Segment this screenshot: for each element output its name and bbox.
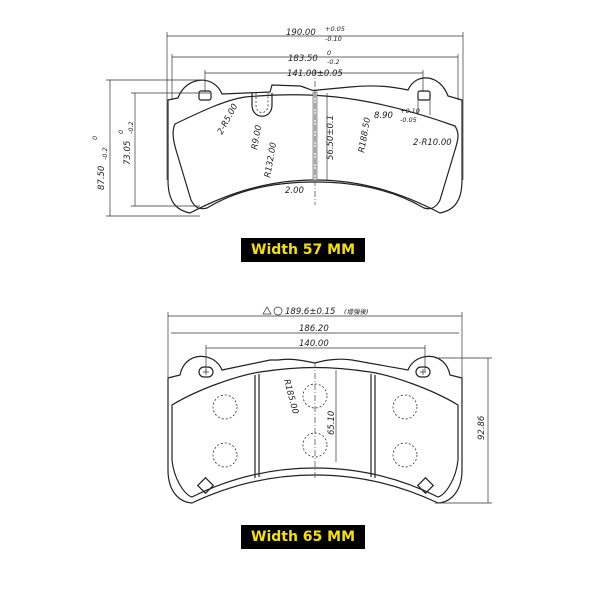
top-overall-height-tol-lower: -0.2 [101, 147, 109, 160]
bottom-overall-width: 189.6±0.15 [285, 307, 335, 317]
bottom-pad-backing-plate [167, 355, 463, 504]
top-overall-width-tol-lower: -0.10 [325, 35, 342, 43]
top-right-ear-hole [417, 90, 431, 101]
note-1-icon [273, 306, 283, 316]
top-pad-height-tol-upper: 0 [117, 130, 125, 134]
top-overall-height: 87.50 [97, 166, 107, 190]
hidden-circle [392, 394, 418, 420]
top-top-radius: R188.50 [357, 117, 373, 154]
top-pad-friction-material [172, 94, 459, 210]
top-width-label: Width 57 MM [241, 238, 366, 262]
hidden-circle [392, 442, 418, 468]
top-overall-width-tol-upper: +0.05 [325, 25, 345, 33]
bottom-right-ear-hole [415, 366, 431, 378]
top-body-width-tol-lower: -0.2 [327, 58, 340, 66]
top-pad-height-tol-lower: -0.2 [127, 121, 135, 134]
bottom-center-height: 65.10 [327, 411, 337, 435]
top-brake-pad-drawing: 190.00 +0.05 -0.10 183.50 0 -0.2 141.00±… [91, 25, 464, 217]
bottom-pad-friction-material [171, 366, 459, 498]
top-ear-offset-tol-lower: -0.05 [400, 116, 417, 124]
top-center-height: 56.50±0.1 [326, 115, 336, 160]
wear-sensor-left-icon [196, 476, 215, 495]
top-body-width: 183.50 [288, 54, 318, 64]
top-overall-height-tol-upper: 0 [91, 136, 99, 140]
hidden-circle [212, 442, 238, 468]
top-notch-radius: R9.00 [250, 124, 264, 150]
top-ear-offset: 8.90 [374, 111, 393, 121]
bottom-brake-pad-drawing: 189.6±0.15 (增強後) 186.20 140.00 R185.00 6… [167, 306, 492, 504]
delta-icon [262, 306, 272, 315]
top-slot-width: 2.00 [285, 186, 304, 196]
top-slot-radius: 2-R5.00 [216, 102, 240, 136]
bottom-body-width: 186.20 [299, 324, 329, 334]
top-body-width-tol-upper: 0 [327, 49, 331, 57]
bottom-overall-width-note: (增強後) [344, 308, 369, 316]
top-corner-radius: 2-R10.00 [413, 138, 452, 148]
top-ear-offset-tol-upper: +0.10 [400, 107, 420, 115]
top-inner-radius: R132.00 [263, 142, 279, 179]
wear-sensor-right-icon [416, 476, 435, 495]
bottom-width-label: Width 65 MM [241, 525, 366, 549]
top-pad-height: 73.05 [123, 141, 133, 165]
bottom-hole-spacing: 140.00 [299, 339, 329, 349]
top-slot-notch [251, 93, 273, 117]
hidden-circle [212, 394, 238, 420]
top-left-ear-hole [198, 90, 212, 101]
top-overall-width: 190.00 [286, 28, 316, 38]
top-hole-spacing: 141.00±0.05 [287, 69, 343, 79]
bottom-top-radius: R185.00 [281, 378, 300, 415]
top-slot-notch-hidden [255, 93, 269, 113]
top-pad-backing-plate [167, 77, 463, 214]
bottom-overall-height: 92.86 [477, 415, 487, 440]
